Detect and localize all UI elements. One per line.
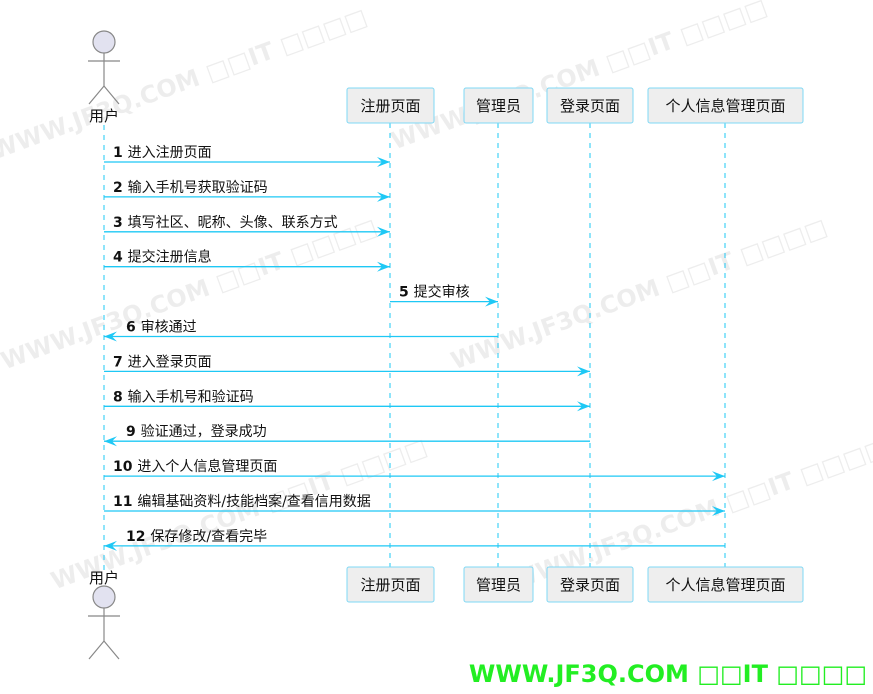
message-7: 7 进入登录页面 bbox=[104, 354, 590, 377]
participant-info-top: 个人信息管理页面 bbox=[647, 87, 804, 124]
message-text: 进入注册页面 bbox=[128, 145, 212, 161]
message-8: 8 输入手机号和验证码 bbox=[104, 389, 590, 412]
actor-user: 用户 bbox=[88, 30, 120, 125]
message-text: 进入个人信息管理页面 bbox=[137, 458, 277, 475]
message-label: 11 编辑基础资料/技能档案/查看信用数据 bbox=[113, 493, 371, 510]
actor-label: 用户 bbox=[89, 107, 119, 125]
message-label: 5 提交审核 bbox=[399, 284, 470, 301]
message-11: 11 编辑基础资料/技能档案/查看信用数据 bbox=[104, 493, 725, 516]
message-text: 提交注册信息 bbox=[128, 249, 212, 266]
participant-info-bottom: 个人信息管理页面 bbox=[647, 566, 804, 603]
participant-label: 注册页面 bbox=[360, 576, 420, 594]
arrowhead-icon bbox=[377, 261, 390, 272]
participant-box bbox=[346, 87, 435, 124]
participant-label: 管理员 bbox=[476, 97, 521, 115]
actor-head-icon bbox=[92, 585, 116, 609]
actor-legs bbox=[88, 85, 120, 105]
message-number: 7 bbox=[113, 354, 128, 370]
actor-head-icon bbox=[92, 30, 116, 54]
participant-login-bottom: 登录页面 bbox=[546, 566, 634, 603]
message-number: 12 bbox=[126, 529, 150, 545]
message-3: 3 填写社区、昵称、头像、联系方式 bbox=[104, 215, 390, 237]
participant-label: 个人信息管理页面 bbox=[665, 576, 785, 594]
participant-reg-bottom: 注册页面 bbox=[346, 566, 435, 603]
message-label: 7 进入登录页面 bbox=[113, 354, 212, 370]
participant-box bbox=[546, 87, 634, 124]
arrowhead-icon bbox=[377, 191, 390, 202]
arrowhead-icon bbox=[577, 366, 590, 377]
participant-label: 管理员 bbox=[476, 576, 521, 594]
message-6: 6 审核通过 bbox=[104, 320, 498, 342]
message-label: 9 验证通过，登录成功 bbox=[126, 424, 267, 440]
participant-label: 登录页面 bbox=[560, 97, 620, 115]
participant-admin-bottom: 管理员 bbox=[463, 566, 534, 603]
participant-box bbox=[346, 566, 435, 603]
participant-box bbox=[463, 87, 534, 124]
message-9: 9 验证通过，登录成功 bbox=[104, 424, 590, 447]
message-text: 输入手机号和验证码 bbox=[128, 389, 254, 405]
message-4: 4 提交注册信息 bbox=[104, 249, 390, 272]
message-number: 4 bbox=[113, 250, 128, 266]
message-text: 编辑基础资料/技能档案/查看信用数据 bbox=[137, 493, 370, 510]
message-number: 9 bbox=[126, 424, 141, 440]
arrowhead-icon bbox=[712, 471, 725, 482]
arrowhead-icon bbox=[104, 331, 117, 342]
message-label: 6 审核通过 bbox=[126, 320, 197, 336]
actor-label: 用户 bbox=[89, 569, 119, 587]
arrowhead-icon bbox=[485, 296, 498, 307]
message-12: 12 保存修改/查看完毕 bbox=[104, 529, 725, 551]
participant-label: 注册页面 bbox=[360, 97, 420, 115]
arrowhead-icon bbox=[712, 506, 725, 516]
message-number: 3 bbox=[113, 215, 128, 231]
message-1: 1 进入注册页面 bbox=[104, 145, 390, 167]
participant-label: 登录页面 bbox=[560, 576, 620, 594]
watermark-footer: WWW.JF3Q.COM □□IT □□□□ bbox=[468, 660, 867, 688]
message-text: 验证通过，登录成功 bbox=[141, 424, 267, 440]
message-text: 进入登录页面 bbox=[128, 354, 212, 370]
message-label: 12 保存修改/查看完毕 bbox=[126, 529, 267, 545]
message-label: 2 输入手机号获取验证码 bbox=[113, 180, 268, 196]
message-text: 提交审核 bbox=[414, 284, 470, 301]
participant-reg-top: 注册页面 bbox=[346, 87, 435, 124]
arrowhead-icon bbox=[377, 226, 390, 237]
message-5: 5 提交审核 bbox=[390, 284, 498, 307]
message-number: 1 bbox=[113, 145, 128, 161]
message-text: 输入手机号获取验证码 bbox=[128, 180, 268, 196]
message-number: 8 bbox=[113, 389, 128, 405]
message-number: 5 bbox=[399, 285, 414, 301]
arrowhead-icon bbox=[577, 401, 590, 412]
message-label: 10 进入个人信息管理页面 bbox=[113, 458, 277, 475]
message-text: 填写社区、昵称、头像、联系方式 bbox=[128, 215, 338, 231]
message-number: 10 bbox=[113, 459, 137, 475]
actor-legs bbox=[88, 640, 120, 660]
participant-box bbox=[546, 566, 634, 603]
message-label: 4 提交注册信息 bbox=[113, 249, 212, 266]
message-10: 10 进入个人信息管理页面 bbox=[104, 458, 725, 482]
message-number: 6 bbox=[126, 320, 141, 336]
arrowhead-icon bbox=[377, 157, 390, 167]
message-text: 审核通过 bbox=[141, 320, 197, 336]
message-2: 2 输入手机号获取验证码 bbox=[104, 180, 390, 202]
message-text: 保存修改/查看完毕 bbox=[150, 529, 267, 545]
message-label: 3 填写社区、昵称、头像、联系方式 bbox=[113, 215, 338, 231]
participant-admin-top: 管理员 bbox=[463, 87, 534, 124]
participant-login-top: 登录页面 bbox=[546, 87, 634, 124]
message-label: 8 输入手机号和验证码 bbox=[113, 389, 254, 405]
message-number: 2 bbox=[113, 180, 128, 196]
participant-box bbox=[647, 87, 804, 124]
arrowhead-icon bbox=[104, 436, 117, 447]
participant-box bbox=[647, 566, 804, 603]
message-label: 1 进入注册页面 bbox=[113, 145, 212, 161]
arrowhead-icon bbox=[104, 540, 117, 551]
actor-user: 用户 bbox=[88, 569, 120, 660]
participant-label: 个人信息管理页面 bbox=[665, 97, 785, 115]
participant-box bbox=[463, 566, 534, 603]
message-number: 11 bbox=[113, 494, 137, 510]
